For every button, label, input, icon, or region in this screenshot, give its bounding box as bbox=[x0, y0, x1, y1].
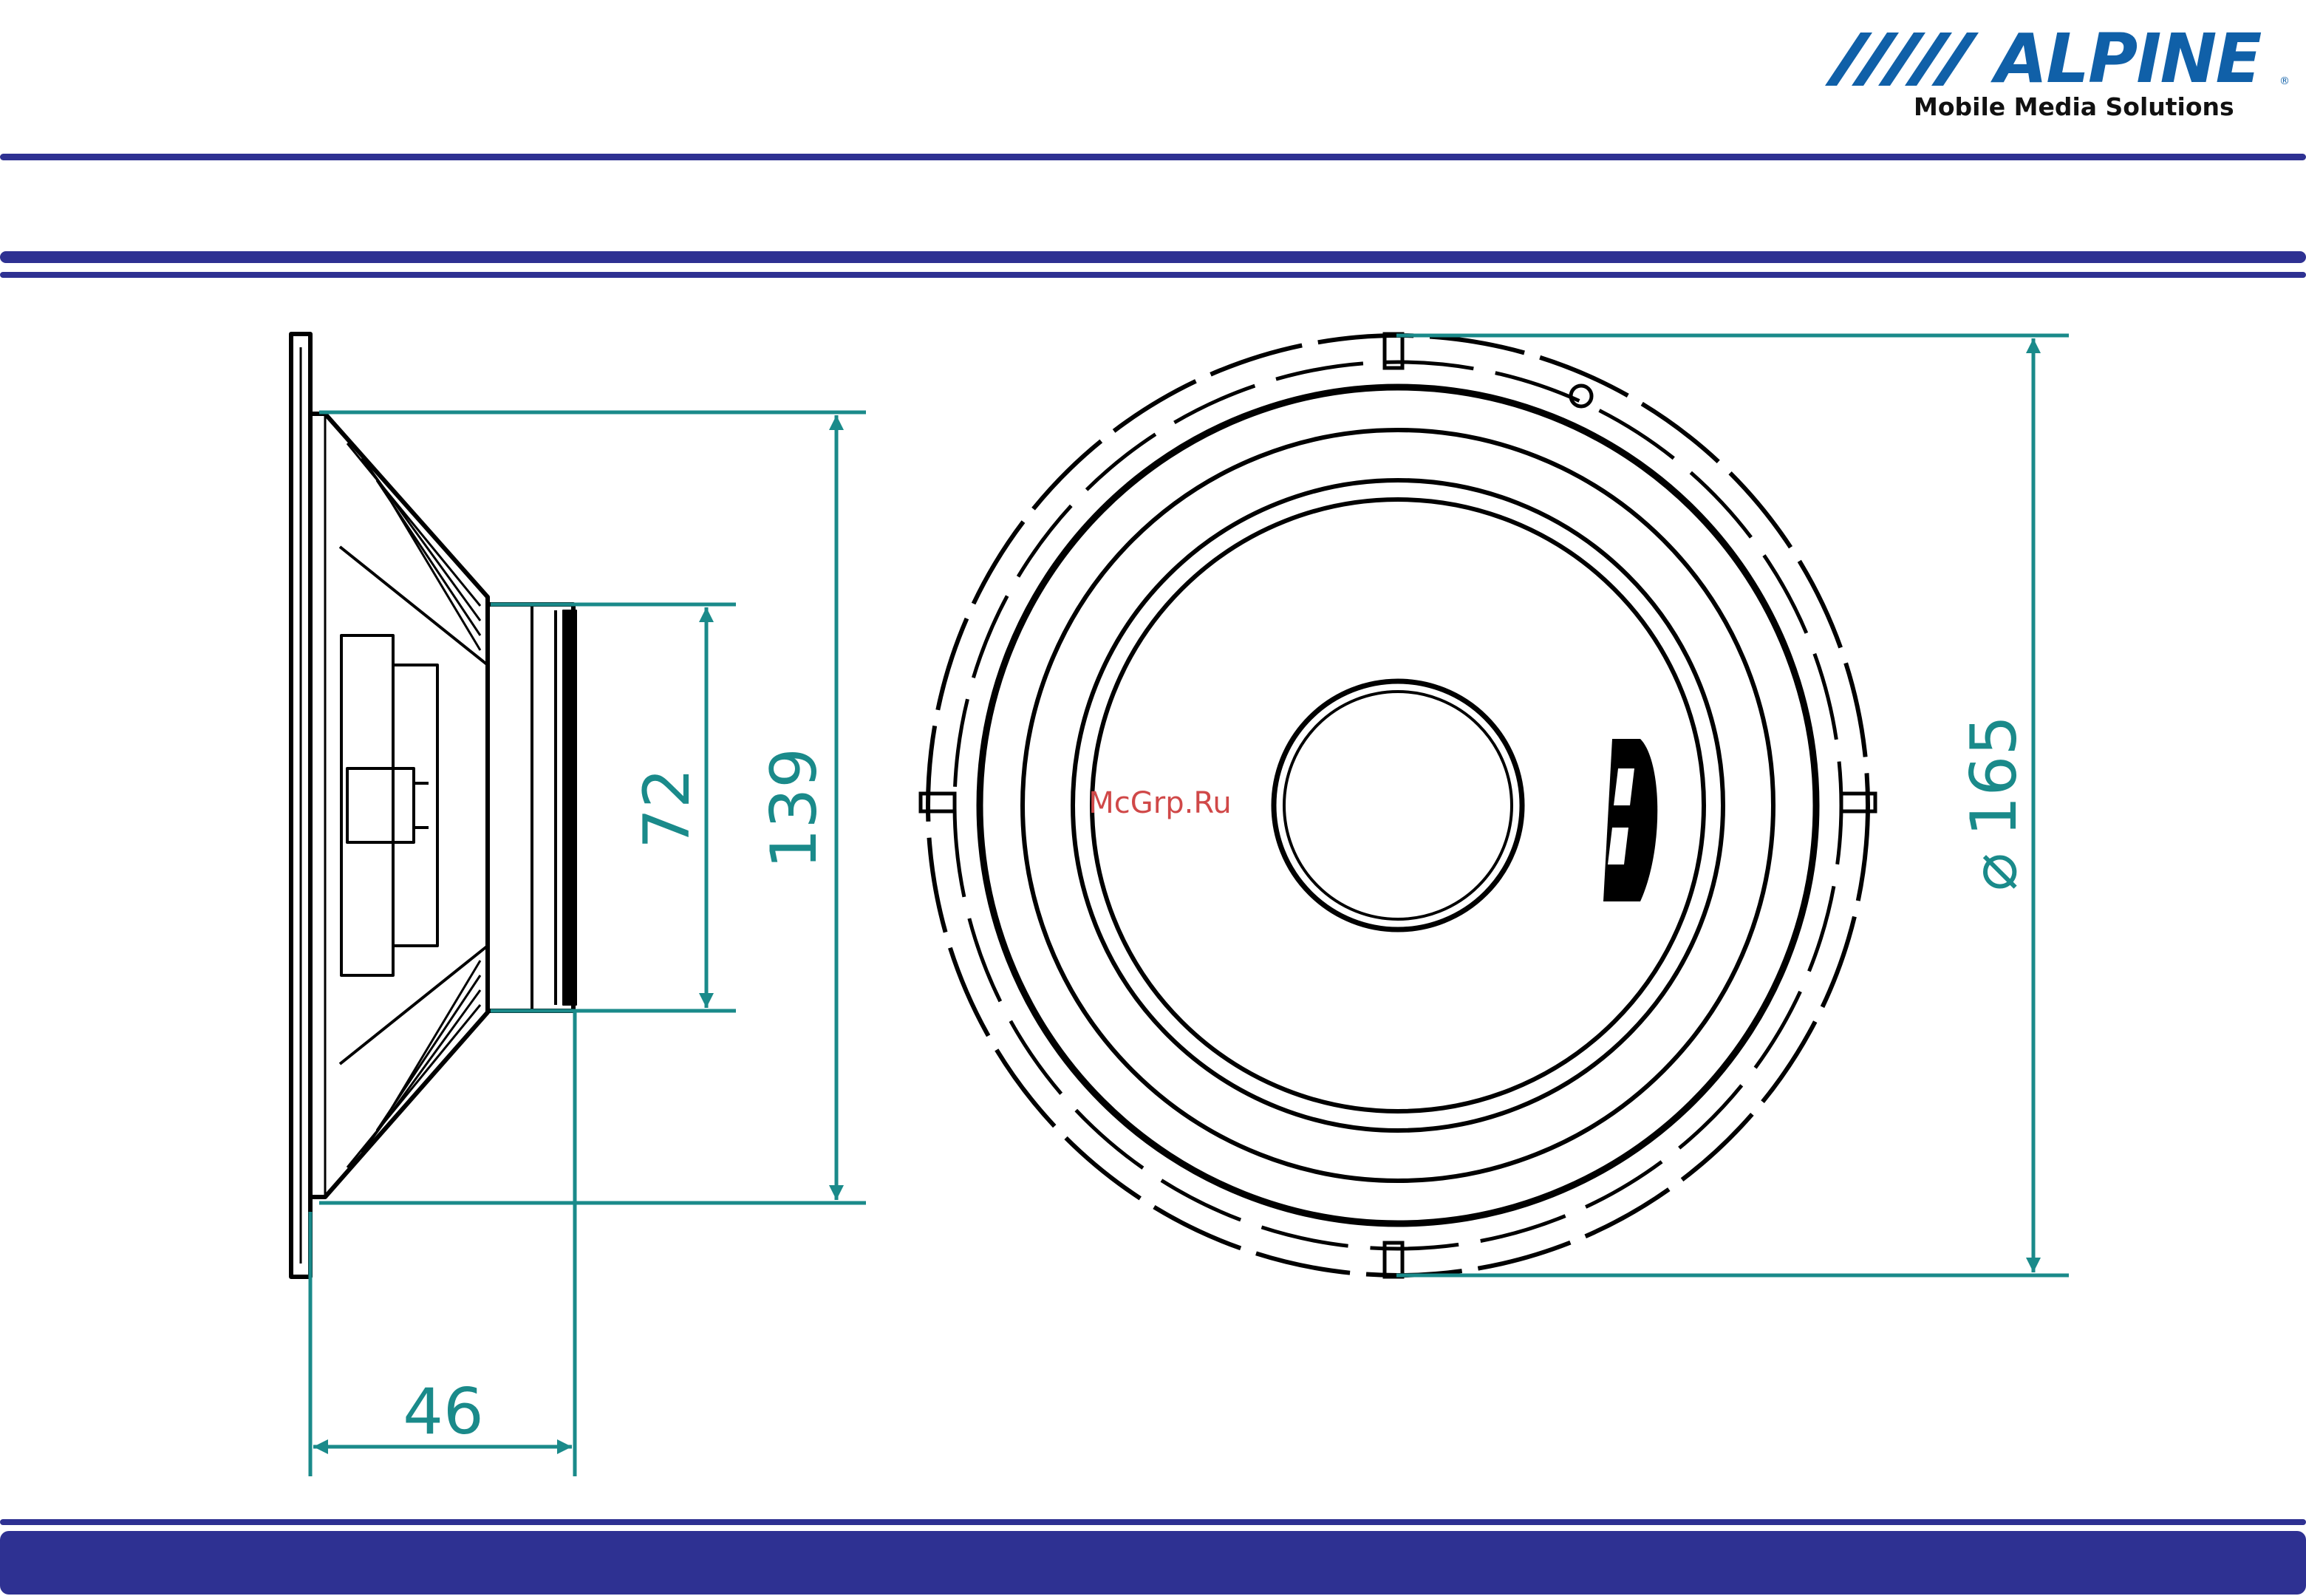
front-view bbox=[921, 334, 1875, 1277]
cone-e-logo-icon bbox=[1603, 739, 1657, 901]
front-dustcap-inner bbox=[1284, 692, 1512, 919]
dimension-72-label: 72 bbox=[630, 768, 704, 848]
dimension-46-label: 46 bbox=[403, 1375, 483, 1449]
dimension-165-label: 165 bbox=[1957, 715, 2031, 836]
front-flange-outer bbox=[928, 335, 1868, 1275]
dimension-diameter-symbol: ⌀ bbox=[1957, 853, 2031, 891]
front-dustcap-outer bbox=[1274, 681, 1522, 930]
dimension-139-label: 139 bbox=[757, 748, 831, 869]
side-basket bbox=[310, 414, 488, 1197]
side-view bbox=[291, 334, 576, 1277]
front-flange-inner bbox=[955, 362, 1841, 1249]
watermark-text: McGrp.Ru bbox=[1088, 786, 1231, 820]
